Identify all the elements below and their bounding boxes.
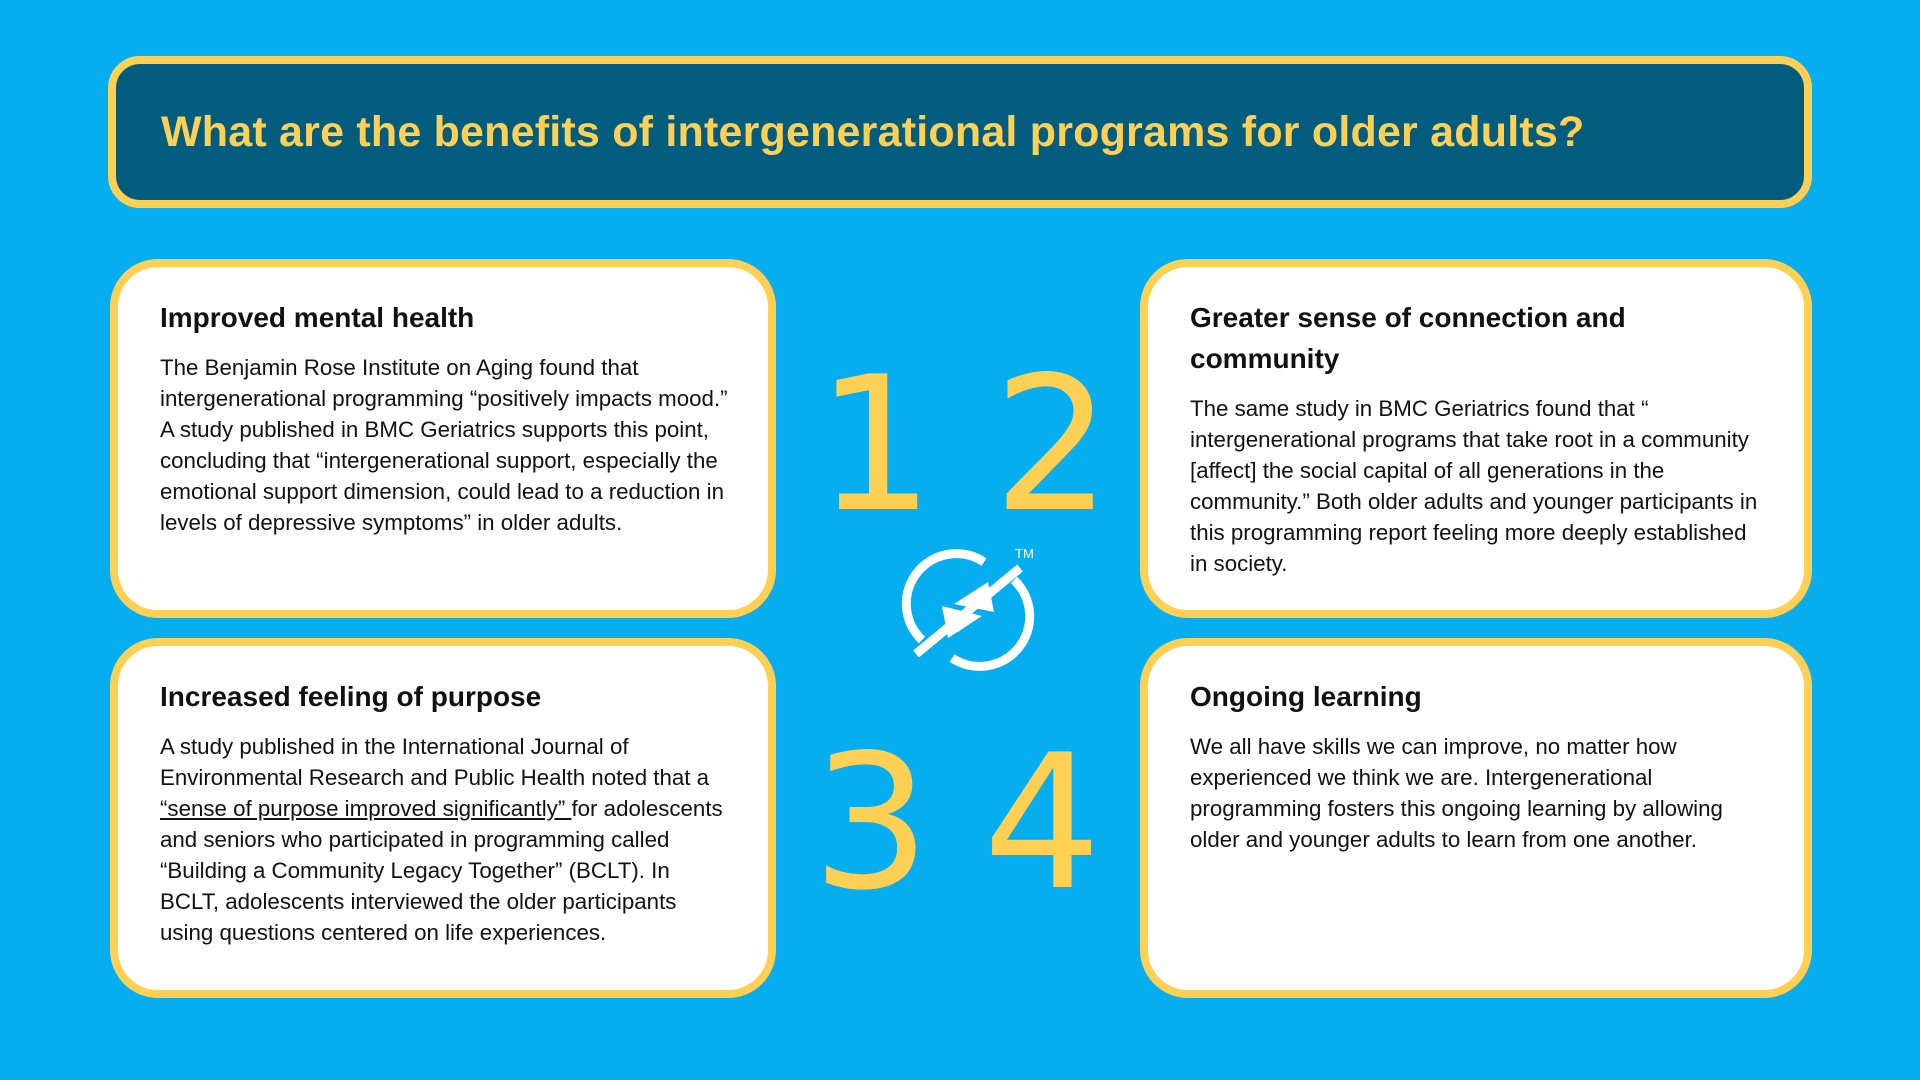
card-body: A study published in the International J… bbox=[160, 731, 728, 948]
card-body-text: for adolescents and seniors who particip… bbox=[160, 796, 723, 945]
benefit-card-connection: Greater sense of connection and communit… bbox=[1140, 259, 1812, 618]
title-banner: What are the benefits of intergeneration… bbox=[108, 56, 1812, 208]
benefit-card-purpose: Increased feeling of purpose A study pub… bbox=[110, 638, 776, 998]
card-body: The Benjamin Rose Institute on Aging fou… bbox=[160, 355, 728, 535]
number-four: 4 bbox=[983, 714, 1102, 931]
benefit-card-learning: Ongoing learning We all have skills we c… bbox=[1140, 638, 1812, 998]
card-body: We all have skills we can improve, no ma… bbox=[1190, 734, 1723, 852]
number-one: 1 bbox=[816, 336, 935, 553]
card-title: Greater sense of connection and communit… bbox=[1190, 302, 1626, 374]
number-two: 2 bbox=[993, 336, 1112, 553]
benefit-card-mental-health: Improved mental health The Benjamin Rose… bbox=[110, 259, 776, 618]
card-title: Ongoing learning bbox=[1190, 681, 1422, 712]
circular-arrows-slash-logo-icon bbox=[901, 549, 1035, 671]
card-title: Improved mental health bbox=[160, 302, 475, 333]
trademark-mark: TM bbox=[1015, 546, 1034, 561]
card-body: The same study in BMC Geriatrics found t… bbox=[1190, 396, 1758, 576]
page-title: What are the benefits of intergeneration… bbox=[161, 107, 1585, 156]
citation-link[interactable]: “sense of purpose improved significantly… bbox=[160, 796, 572, 821]
number-three: 3 bbox=[812, 714, 931, 931]
card-title: Increased feeling of purpose bbox=[160, 681, 542, 712]
card-body-text: A study published in the International J… bbox=[160, 734, 710, 790]
